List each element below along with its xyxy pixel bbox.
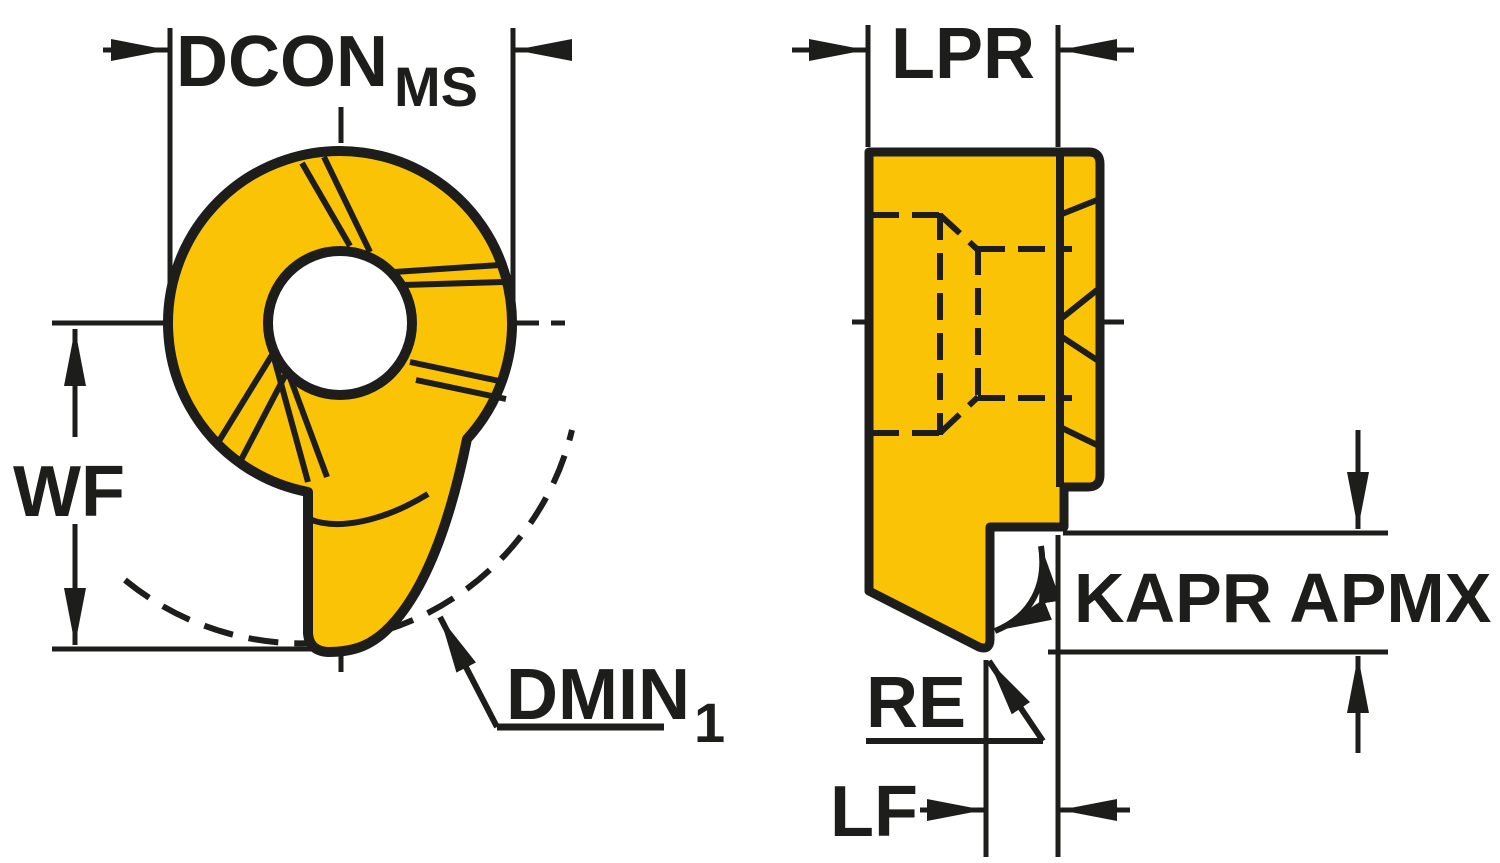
dim-dconms: DCON MS (103, 22, 572, 305)
dmin1-subscript: 1 (694, 691, 725, 754)
side-hidden-hole-lines (872, 212, 1072, 436)
dim-dmin1: DMIN 1 (437, 615, 725, 754)
dim-re: RE (866, 659, 1046, 744)
dim-lf: LF (830, 535, 1130, 857)
front-mounting-hole (263, 246, 417, 400)
dconms-label: DCON (176, 22, 388, 102)
re-label: RE (866, 663, 966, 743)
lpr-label: LPR (891, 14, 1035, 94)
front-facet-edges (216, 155, 507, 483)
front-view: DCON MS WF DMIN 1 (13, 22, 725, 754)
front-neck-edge (307, 491, 430, 527)
dconms-subscript: MS (394, 55, 478, 118)
kapr-angle-arrow (993, 545, 1061, 634)
dmin1-label: DMIN (506, 655, 690, 735)
dmin1-leader-arrow (437, 615, 500, 729)
dim-wf: WF (13, 329, 125, 645)
front-insert-body (163, 146, 517, 657)
lf-label: LF (830, 772, 918, 852)
dim-lpr: LPR (792, 14, 1134, 147)
side-facet-marks (1060, 197, 1099, 448)
wf-label: WF (13, 452, 125, 532)
re-leader-arrow (986, 659, 1046, 743)
kapr-apmx-label: KAPR APMX (1074, 559, 1492, 637)
side-view: LPR KAPR APMX RE LF (792, 14, 1492, 857)
dim-kapr-apmx: KAPR APMX (993, 430, 1492, 753)
